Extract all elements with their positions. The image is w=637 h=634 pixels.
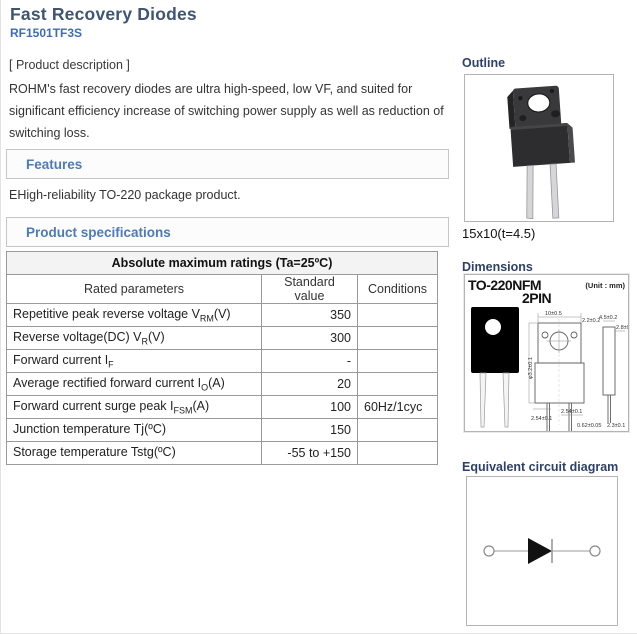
dimensions-heading: Dimensions: [462, 260, 533, 274]
table-row: Junction temperature Tj(ºC) 150: [6, 418, 439, 442]
page-title: Fast Recovery Diodes: [10, 4, 197, 24]
product-description-text: ROHM's fast recovery diodes are ultra hi…: [9, 82, 444, 140]
dimensions-drawing: TO-220NFM 2PIN (Unit : mm): [464, 274, 634, 453]
to220-package-illustration: [507, 85, 576, 220]
features-heading: Features: [26, 156, 83, 172]
table-row: Forward current IF -: [6, 349, 439, 373]
table-row: Reverse voltage(DC) VR(V) 300: [6, 326, 439, 350]
dim-lead-thickness: 0.62±0.05: [577, 423, 601, 429]
dim-width-top: 10±0.5: [545, 311, 562, 317]
specs-heading: Product specifications: [26, 224, 171, 240]
circuit-heading: Equivalent circuit diagram: [462, 460, 619, 474]
table-row: Average rectified forward current IO(A) …: [6, 372, 439, 396]
dim-thickness: 4.5±0.2: [599, 315, 617, 321]
dim-corner: 2.2±0.2: [582, 318, 600, 324]
table-row: Repetitive peak reverse voltage VRM(V) 3…: [6, 303, 439, 327]
outline-heading: Outline: [462, 56, 506, 70]
features-section-header: Features: [6, 149, 449, 179]
specs-section-header: Product specifications: [6, 217, 449, 247]
product-description-label: [ Product description ]: [9, 58, 130, 72]
col-conditions: Conditions: [356, 274, 439, 304]
dim-tab: 2.8±0.1: [616, 325, 628, 331]
dim-pitch2: 2.54±0.1: [561, 409, 582, 415]
table-title: Absolute maximum ratings (Ta=25ºC): [5, 251, 439, 275]
absolute-maximum-ratings-table: Absolute maximum ratings (Ta=25ºC) Rated…: [5, 251, 439, 465]
dim-hole: φ3.2±0.1: [528, 357, 534, 379]
outline-package-image: [464, 74, 614, 222]
part-number: RF1501TF3S: [10, 26, 83, 40]
table-row: Forward current surge peak IFSM(A) 100 6…: [6, 395, 439, 419]
col-standard-value: Standard value: [261, 274, 358, 304]
table-row: Storage temperature Tstg(ºC) -55 to +150: [6, 441, 439, 465]
dim-lead-width: 2.3±0.1: [607, 423, 625, 429]
dim-unit-label: (Unit : mm): [585, 281, 625, 290]
features-text: EHigh-reliability TO-220 package product…: [9, 188, 241, 202]
to220nfm-dimension-drawing: TO-220NFM 2PIN (Unit : mm): [468, 277, 634, 453]
dim-package-name: TO-220NFM: [468, 277, 541, 293]
diode-symbol: [483, 538, 601, 564]
col-rated-parameters: Rated parameters: [6, 274, 262, 304]
dim-pin-label: 2PIN: [522, 290, 552, 306]
equivalent-circuit-diagram: [466, 476, 618, 626]
outline-caption: 15x10(t=4.5): [462, 226, 536, 241]
dim-pitch1: 2.54±0.1: [531, 416, 552, 422]
